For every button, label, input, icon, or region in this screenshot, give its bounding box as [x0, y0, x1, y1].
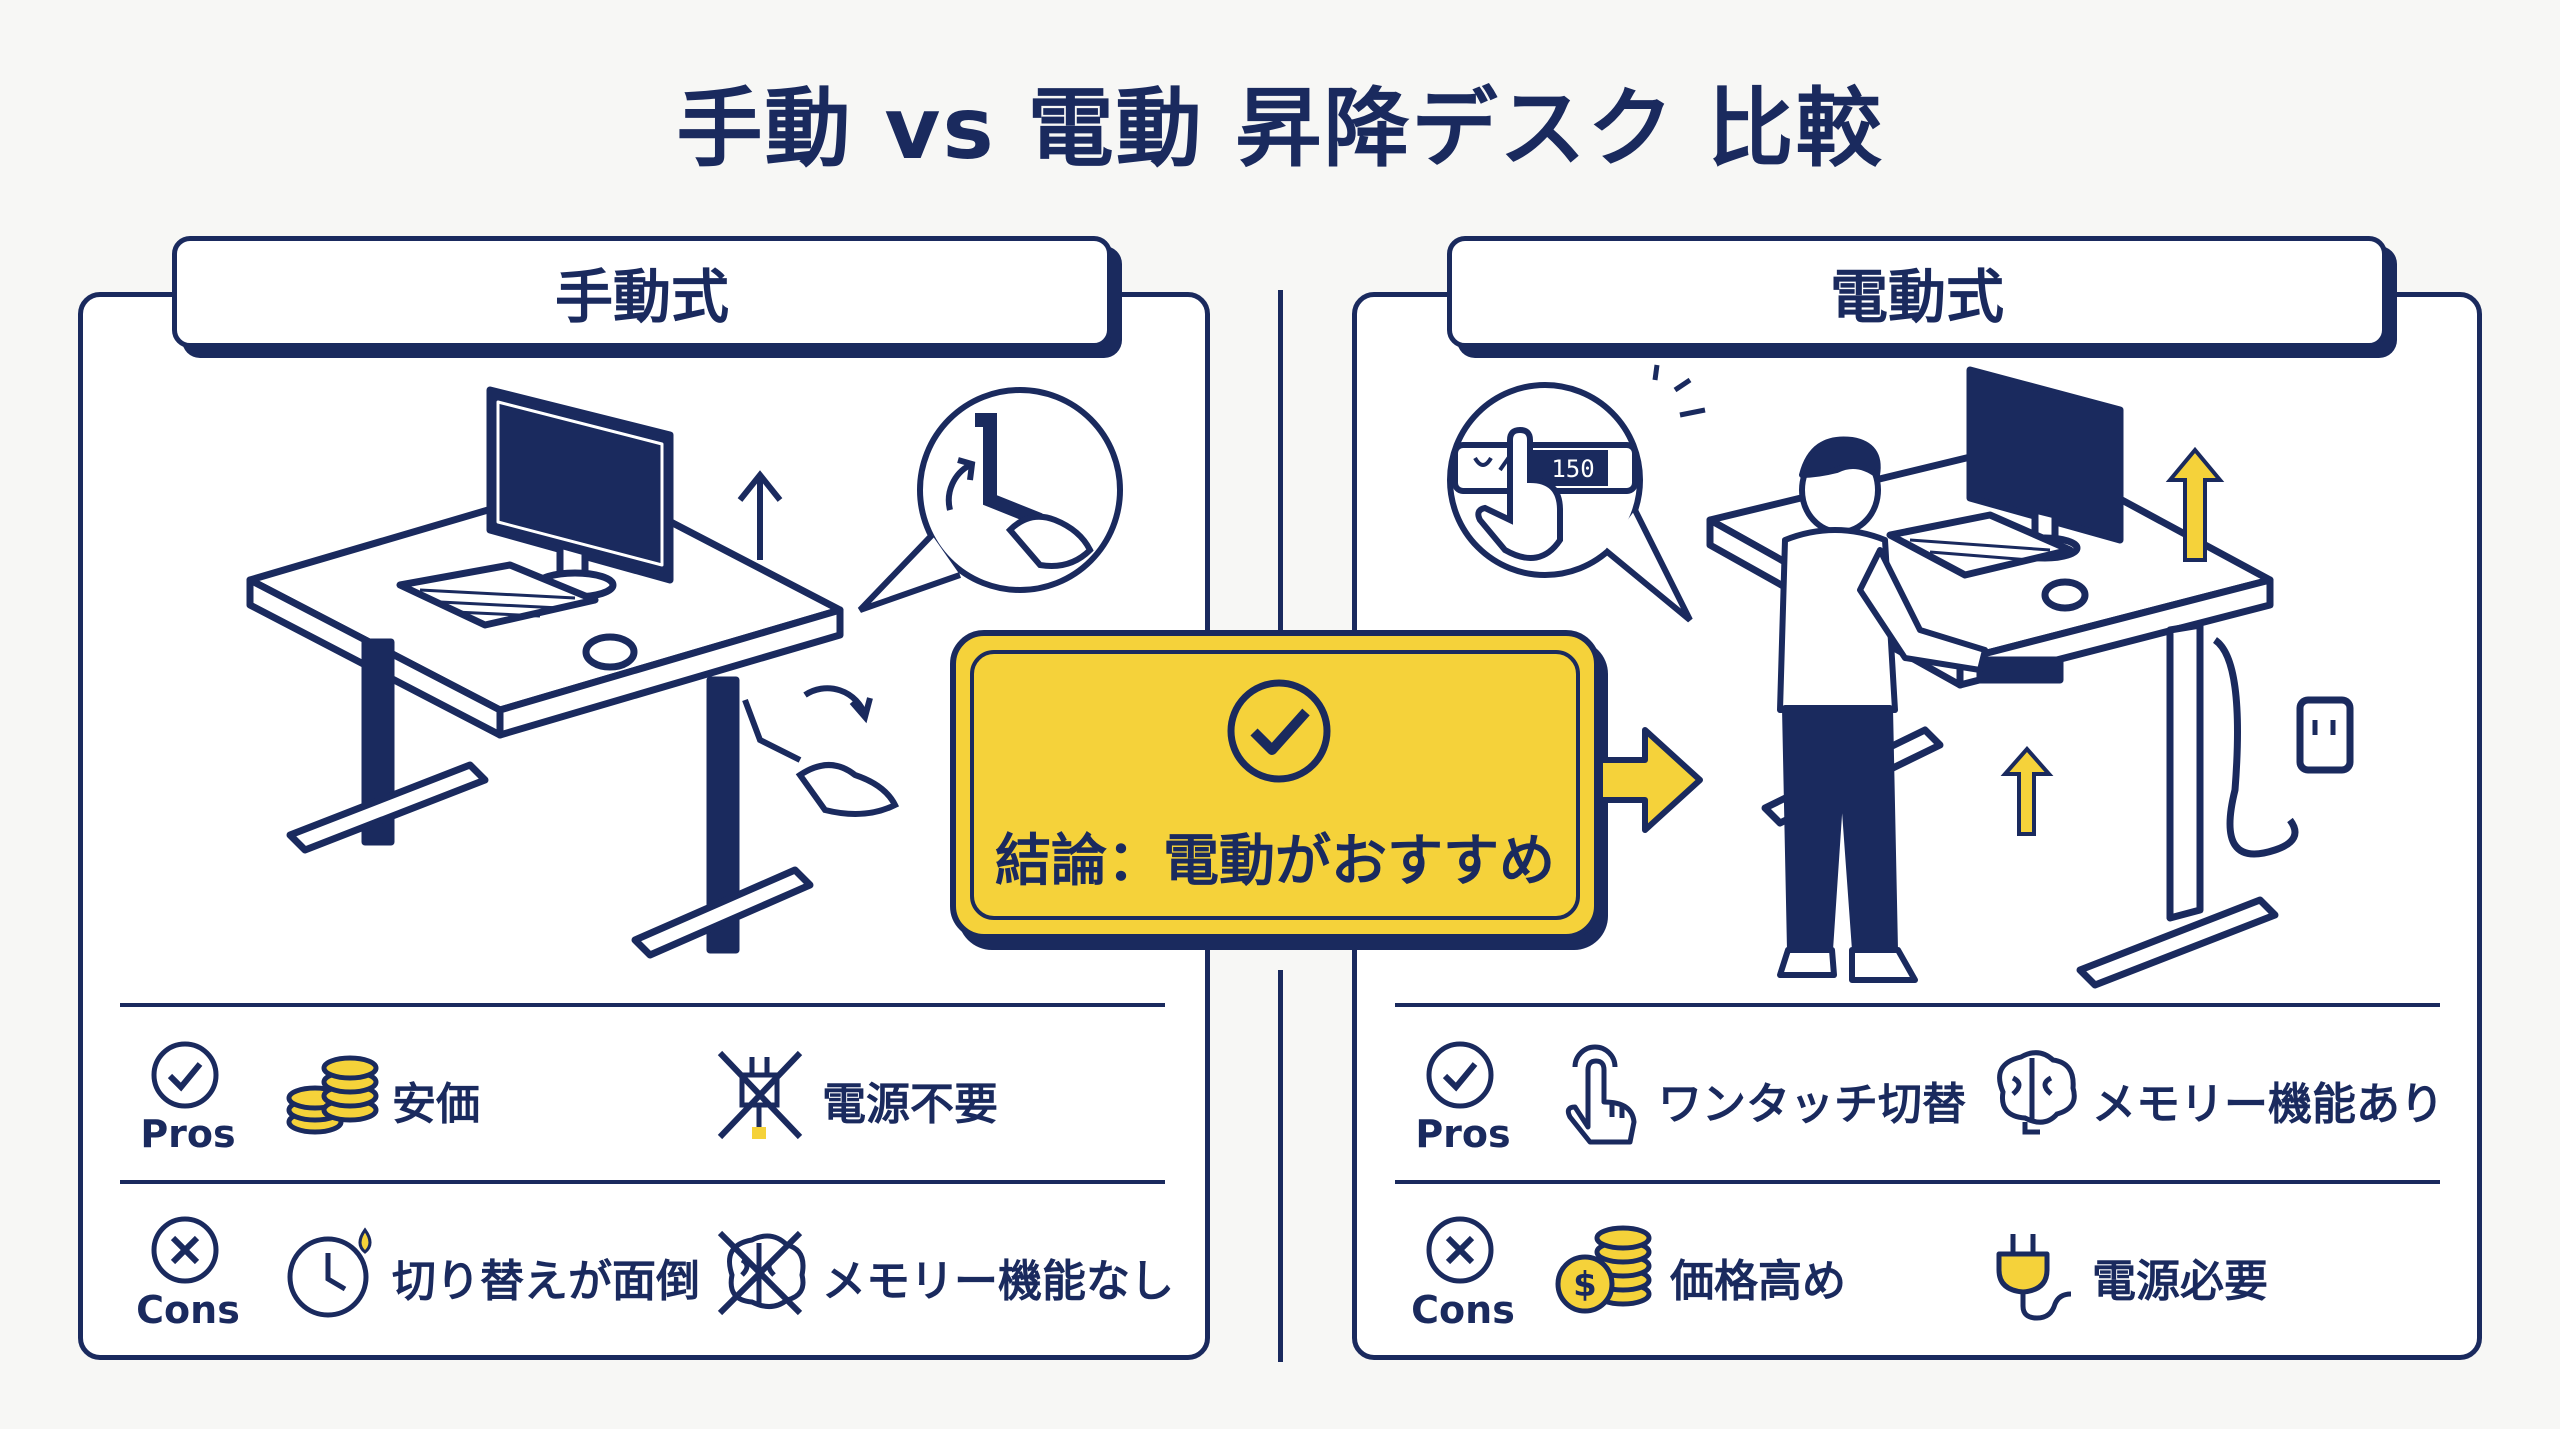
- electric-con-1-text: 価格高め: [1670, 1256, 1846, 1307]
- no-brain-icon: [717, 1230, 806, 1316]
- check-circle-icon: [1227, 679, 1331, 783]
- page-title: 手動 vs 電動 昇降デスク 比較: [676, 79, 1884, 179]
- center-divider-top: [1278, 290, 1283, 630]
- clock-icon: [287, 1227, 372, 1318]
- electric-con-2-text: 電源必要: [2092, 1256, 2268, 1307]
- x-circle-icon: [1426, 1216, 1494, 1284]
- arrow-right-icon: [1597, 727, 1703, 833]
- check-circle-icon: [1426, 1041, 1494, 1109]
- manual-con-1-text: 切り替えが面倒: [392, 1256, 700, 1307]
- manual-separator-top: [120, 1003, 1165, 1007]
- manual-separator-mid: [120, 1180, 1165, 1184]
- control-panel-bubble: [1447, 364, 1706, 623]
- height-display-value: 150: [1551, 455, 1595, 483]
- manual-pro-1-text: 安価: [392, 1079, 480, 1130]
- plug-icon: [1996, 1234, 2072, 1321]
- crank-zoom-bubble: [857, 387, 1123, 613]
- check-circle-icon: [151, 1041, 219, 1109]
- electric-cons-label: Cons: [1411, 1288, 1515, 1332]
- electric-heading: 電動式: [1447, 236, 2387, 348]
- electric-pro-2-text: メモリー機能あり: [2092, 1079, 2444, 1130]
- electric-separator-top: [1395, 1003, 2440, 1007]
- conclusion-box: 結論：電動がおすすめ: [950, 630, 1600, 940]
- brain-icon: [1997, 1050, 2077, 1135]
- manual-pros-label: Pros: [140, 1112, 236, 1156]
- svg-text:$: $: [1573, 1265, 1597, 1305]
- no-plug-icon: [717, 1050, 803, 1140]
- dollar-coins-icon: $: [1555, 1225, 1652, 1314]
- electric-separator-mid: [1395, 1180, 2440, 1184]
- x-circle-icon: [151, 1216, 219, 1284]
- standing-person-illustration: [1777, 436, 1988, 983]
- manual-pro-2-text: 電源不要: [822, 1079, 998, 1130]
- electric-pro-1-text: ワンタッチ切替: [1658, 1079, 1966, 1130]
- manual-heading: 手動式: [172, 236, 1112, 348]
- coins-icon: [286, 1055, 379, 1135]
- electric-pros-label: Pros: [1415, 1112, 1511, 1156]
- touch-icon: [1565, 1044, 1637, 1145]
- manual-cons-label: Cons: [136, 1288, 240, 1332]
- manual-desk-illustration: [246, 386, 900, 959]
- center-divider-bottom: [1278, 970, 1283, 1362]
- conclusion-text: 結論：電動がおすすめ: [995, 829, 1555, 894]
- manual-con-2-text: メモリー機能なし: [822, 1256, 1174, 1307]
- conclusion-inner-frame: [970, 650, 1580, 920]
